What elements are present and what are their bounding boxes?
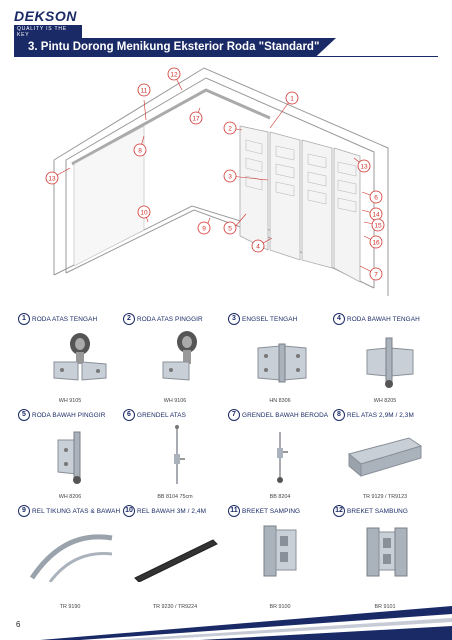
part-code: BR 9101	[374, 604, 396, 610]
callout-17: 17	[192, 116, 200, 123]
part-name: RODA ATAS TENGAH	[32, 315, 98, 323]
callout-5: 5	[228, 226, 232, 233]
part-number: 11	[228, 505, 240, 517]
part-code: BR 9100	[269, 604, 291, 610]
curved-rail-image	[29, 534, 113, 582]
part-number: 10	[123, 505, 135, 517]
brand-logo: DEKSON QUALITY IS THE KEY	[14, 8, 86, 39]
part-code: BB 8204	[269, 494, 291, 500]
center-hinge-image	[257, 343, 307, 383]
callout-4: 4	[256, 244, 260, 251]
part-number: 2	[123, 313, 135, 325]
callout-13a: 13	[360, 164, 368, 171]
callout-2: 2	[228, 126, 232, 133]
part-number: 9	[18, 505, 30, 517]
callout-1: 1	[290, 96, 294, 103]
part-code: BB 8104 75cm	[157, 494, 193, 500]
part-name: RODA BAWAH PINGGIR	[32, 411, 106, 419]
part-code: WH 9105	[58, 398, 82, 404]
callout-7: 7	[374, 272, 378, 279]
part-name: ENGSEL TENGAH	[242, 315, 298, 323]
callout-12: 12	[170, 72, 178, 79]
roller-bottom-center-image	[366, 337, 414, 388]
part-number: 8	[333, 409, 345, 421]
part-name: REL BAWAH 3M / 2,4M	[137, 507, 207, 515]
part-number: 4	[333, 313, 345, 325]
part-number: 5	[18, 409, 30, 421]
bottom-rail-image	[134, 539, 218, 582]
side-bracket-image	[263, 525, 297, 577]
roller-bottom-edge-image	[57, 431, 81, 484]
part-code: TR 9129 / TR9123	[362, 494, 408, 500]
part-name: REL TIKUNG ATAS & BAWAH	[32, 507, 121, 515]
bottom-bolt-wheel-image	[277, 432, 288, 483]
roller-top-edge-image	[162, 331, 197, 381]
callout-14: 14	[372, 212, 380, 219]
part-name: REL ATAS 2,9M / 2,3M	[347, 411, 414, 419]
part-name: RODA ATAS PINGGIR	[137, 315, 203, 323]
title-divider	[14, 56, 438, 57]
footer-stripes	[40, 606, 452, 640]
part-number: 1	[18, 313, 30, 325]
part-number: 7	[228, 409, 240, 421]
part-code: TR 9230 / TR9224	[152, 604, 198, 610]
part-number: 3	[228, 313, 240, 325]
callout-16: 16	[372, 240, 380, 247]
joint-bracket-image	[366, 527, 408, 577]
top-rail-image	[347, 437, 423, 478]
page-number: 6	[16, 620, 21, 629]
top-bolt-image	[174, 425, 185, 484]
callout-9: 9	[202, 226, 206, 233]
part-name: GRENDEL ATAS	[137, 411, 187, 419]
part-name: GRENDEL BAWAH BERODA	[242, 411, 329, 419]
callout-13b: 13	[48, 176, 56, 183]
part-code: HN 8306	[269, 398, 291, 404]
callout-11: 11	[141, 88, 148, 95]
door-diagram-svg: 1 2 3 4 5 6 7 8 9 10 11 12 13 13 14 15 1…	[45, 67, 389, 296]
part-code: WH 8205	[373, 398, 397, 404]
part-name: BREKET SAMPING	[242, 507, 301, 515]
part-name: RODA BAWAH TENGAH	[347, 315, 420, 323]
callout-10: 10	[140, 210, 148, 217]
callout-6: 6	[374, 195, 378, 202]
door-diagram: 1 2 3 4 5 6 7 8 9 10 11 12 13 13 14 15 1…	[14, 60, 438, 305]
part-code: WH 9106	[163, 398, 187, 404]
callout-15: 15	[374, 223, 382, 230]
roller-top-center-image	[53, 333, 107, 381]
callout-3: 3	[228, 174, 232, 181]
callout-8: 8	[138, 148, 142, 155]
part-name: BREKET SAMBUNG	[347, 507, 408, 515]
brand-name: DEKSON	[14, 8, 77, 24]
part-code: WH 8206	[58, 494, 82, 500]
part-number: 6	[123, 409, 135, 421]
part-code: TR 9190	[59, 604, 81, 610]
part-number: 12	[333, 505, 345, 517]
brand-tagline: QUALITY IS THE KEY	[14, 25, 82, 39]
page-title: 3. Pintu Dorong Menikung Eksterior Roda …	[14, 38, 336, 56]
